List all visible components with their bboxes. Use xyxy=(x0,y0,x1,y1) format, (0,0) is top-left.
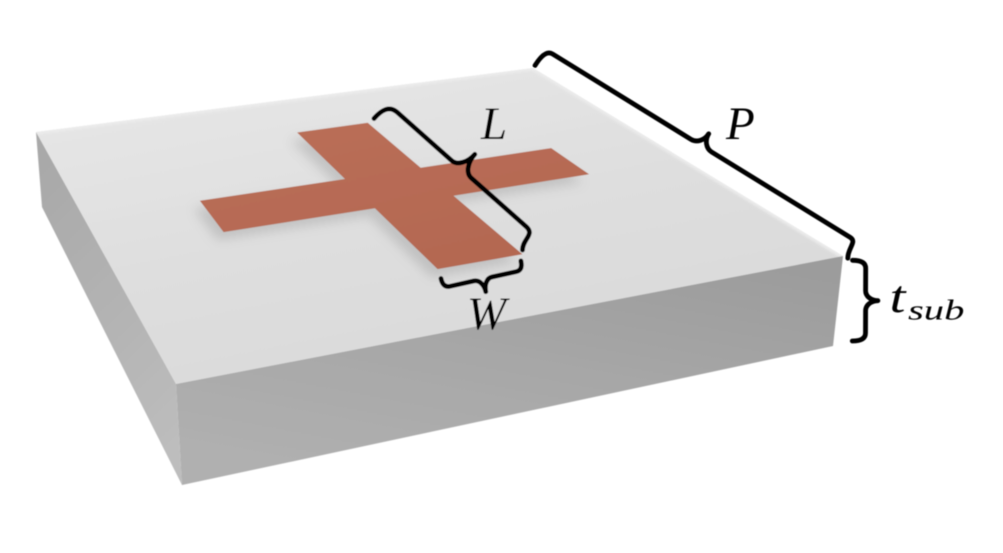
svg-text:W: W xyxy=(467,288,510,340)
svg-text:t: t xyxy=(890,272,908,322)
svg-text:P: P xyxy=(725,98,755,150)
svg-text:sub: sub xyxy=(908,295,964,326)
svg-text:L: L xyxy=(480,98,507,150)
